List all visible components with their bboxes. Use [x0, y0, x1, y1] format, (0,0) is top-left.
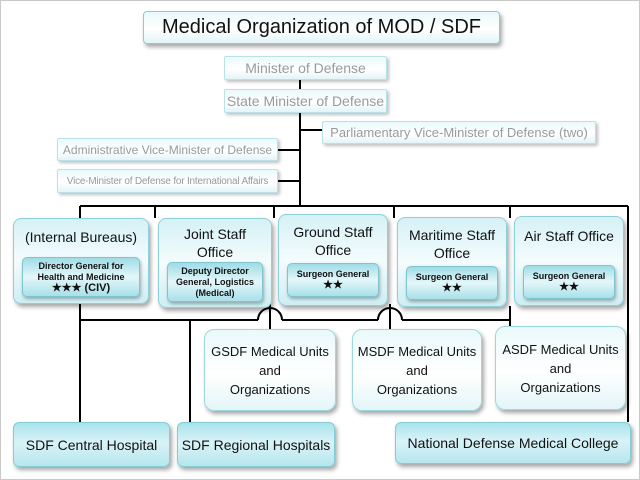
- chart-title: Medical Organization of MOD / SDF: [143, 11, 500, 44]
- office-role-card: Director General for Health and Medicine…: [22, 257, 140, 297]
- office-role-card: Surgeon General ★★: [287, 263, 379, 297]
- national-defense-medical-college: National Defense Medical College: [395, 422, 631, 464]
- office-role-card: Surgeon General ★★: [406, 266, 498, 300]
- sdf-central-hospital: SDF Central Hospital: [13, 422, 170, 467]
- intl-vice-box: Vice-Minister of Defense for Internation…: [57, 169, 278, 193]
- office-role-card: Deputy Director General, Logistics (Medi…: [167, 262, 263, 302]
- office-role: Deputy Director General, Logistics (Medi…: [175, 265, 255, 298]
- parliamentary-vice-box: Parliamentary Vice-Minister of Defense (…: [322, 121, 596, 144]
- unit-asdf: ASDF Medical Units and Organizations: [495, 326, 626, 410]
- office-name: (Internal Bureaus): [24, 229, 138, 245]
- office-name: Ground Staff Office: [293, 224, 373, 258]
- office-role: Surgeon General: [415, 272, 489, 282]
- rank-stars: ★★★ (CIV): [51, 281, 111, 294]
- office-role-card: Surgeon General ★★: [523, 265, 615, 299]
- office-role: Surgeon General: [532, 271, 606, 281]
- office-ground-staff: Ground Staff Office Surgeon General ★★: [278, 214, 388, 306]
- office-internal-bureaus: (Internal Bureaus) Director General for …: [13, 218, 149, 304]
- office-joint-staff: Joint Staff Office Deputy Director Gener…: [158, 218, 272, 308]
- office-role: Director General for Health and Medicine: [37, 260, 125, 282]
- unit-msdf: MSDF Medical Units and Organizations: [352, 329, 482, 411]
- office-maritime-staff: Maritime Staff Office Surgeon General ★★: [397, 217, 507, 307]
- admin-vice-box: Administrative Vice-Minister of Defense: [57, 138, 278, 161]
- rank-stars: ★★: [323, 279, 343, 291]
- unit-gsdf: GSDF Medical Units and Organizations: [204, 329, 336, 411]
- office-name: Maritime Staff Office: [408, 227, 496, 261]
- rank-stars: ★★: [559, 281, 579, 293]
- office-air-staff: Air Staff Office Surgeon General ★★: [514, 216, 624, 306]
- office-name: Air Staff Office: [524, 228, 614, 244]
- rank-stars: ★★: [442, 282, 462, 294]
- sdf-regional-hospitals: SDF Regional Hospitals: [177, 422, 335, 467]
- office-role: Surgeon General: [296, 269, 370, 279]
- office-name: Joint Staff Office: [183, 226, 246, 260]
- minister-box: Minister of Defense: [224, 56, 387, 80]
- state-minister-box: State Minister of Defense: [224, 89, 387, 113]
